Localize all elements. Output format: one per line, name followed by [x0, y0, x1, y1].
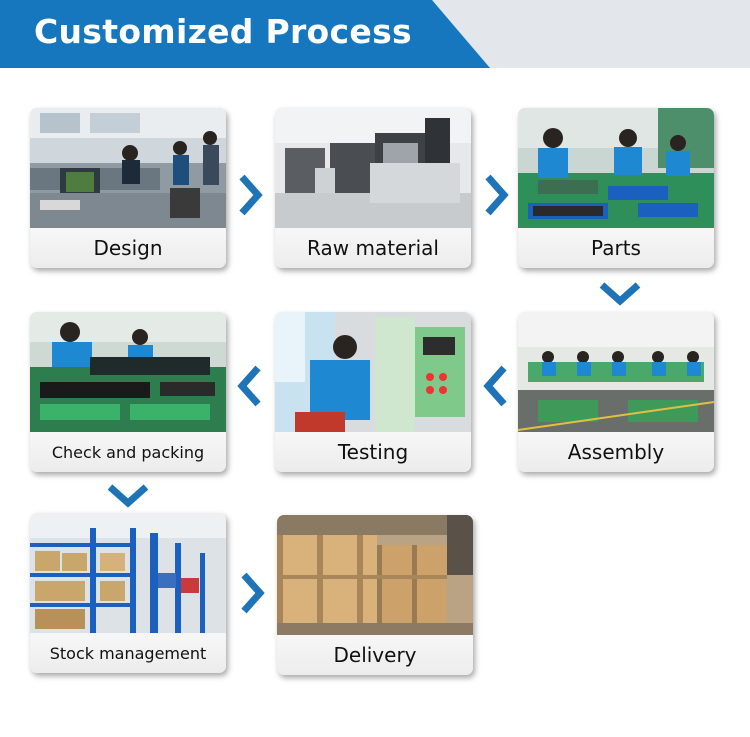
testing-photo — [275, 312, 471, 432]
arrow-right-icon — [236, 173, 264, 217]
step-label: Testing — [275, 432, 471, 472]
step-card-check-and-packing: Check and packing — [30, 312, 226, 472]
step-card-testing: Testing — [275, 312, 471, 472]
step-card-parts: Parts — [518, 108, 714, 268]
raw-material-photo — [275, 108, 471, 228]
step-card-assembly: Assembly — [518, 312, 714, 472]
step-label: Design — [30, 228, 226, 268]
arrow-right-icon — [482, 173, 510, 217]
step-card-design: Design — [30, 108, 226, 268]
arrow-right-icon — [238, 571, 266, 615]
step-label: Check and packing — [30, 432, 226, 472]
arrow-left-icon — [236, 364, 264, 408]
arrow-left-icon — [482, 364, 510, 408]
step-label: Delivery — [277, 635, 473, 675]
delivery-photo — [277, 515, 473, 635]
step-label: Assembly — [518, 432, 714, 472]
design-photo — [30, 108, 226, 228]
arrow-down-icon — [106, 481, 150, 509]
step-card-stock-management: Stock management — [30, 513, 226, 673]
step-label: Stock management — [30, 633, 226, 673]
arrow-down-icon — [598, 279, 642, 307]
parts-photo — [518, 108, 714, 228]
step-label: Parts — [518, 228, 714, 268]
stock-management-photo — [30, 513, 226, 633]
step-label: Raw material — [275, 228, 471, 268]
check-and-packing-photo — [30, 312, 226, 432]
step-card-raw-material: Raw material — [275, 108, 471, 268]
page-title: Customized Process — [34, 12, 412, 51]
assembly-photo — [518, 312, 714, 432]
header-banner — [0, 0, 490, 68]
step-card-delivery: Delivery — [277, 515, 473, 675]
